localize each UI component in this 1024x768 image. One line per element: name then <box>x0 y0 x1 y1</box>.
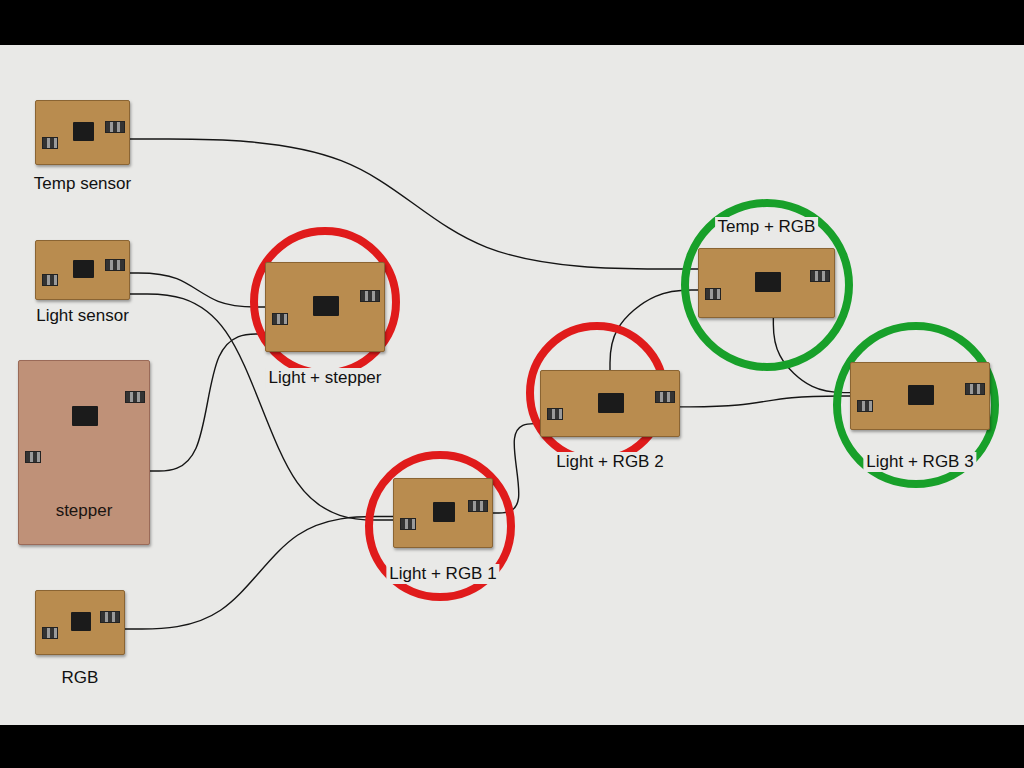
ic-chip <box>313 296 339 316</box>
pcb-board: Temp sensor <box>35 100 130 165</box>
pcb-board: Light + RGB 1 <box>393 478 493 548</box>
board-label-wrap: Light + RGB 3 <box>863 452 976 472</box>
pin-header <box>105 121 125 133</box>
pin-header <box>705 288 721 300</box>
board-label: stepper <box>53 501 116 521</box>
wire <box>680 396 850 407</box>
pin-header <box>272 313 288 325</box>
ic-chip <box>73 260 94 278</box>
pin-header <box>857 400 873 412</box>
wire <box>130 139 698 269</box>
pin-header <box>468 500 488 512</box>
ic-chip <box>908 385 934 405</box>
pin-header <box>125 391 145 403</box>
board-label-wrap: Light + RGB 1 <box>386 564 499 584</box>
board-label-wrap: Temp sensor <box>31 174 134 194</box>
red-circle <box>369 455 511 597</box>
board-label-wrap: Light sensor <box>33 306 132 326</box>
board-label-wrap: Temp + RGB <box>715 217 819 237</box>
pin-header <box>810 270 830 282</box>
wire <box>493 424 540 513</box>
pin-header <box>965 383 985 395</box>
red-circle <box>254 231 396 373</box>
green-circle <box>685 203 849 367</box>
top-bar <box>0 0 1024 45</box>
board-label: Light + stepper <box>266 368 385 388</box>
pin-header <box>42 274 58 286</box>
pcb-board: Light + RGB 3 <box>850 362 990 430</box>
pcb-board: Light sensor <box>35 240 130 300</box>
board-label: RGB <box>59 668 102 688</box>
pcb-board: Light + stepper <box>265 262 385 352</box>
ic-chip <box>72 406 98 426</box>
pin-header <box>25 451 41 463</box>
pin-header <box>400 518 416 530</box>
board-label: Light sensor <box>33 306 132 326</box>
pin-header <box>655 391 675 403</box>
ic-chip <box>71 612 91 632</box>
ic-chip <box>598 393 624 413</box>
board-label-wrap: Light + RGB 2 <box>553 452 666 472</box>
ic-chip <box>433 502 455 522</box>
wire <box>125 517 393 630</box>
board-label-wrap: Light + stepper <box>266 368 385 388</box>
pin-header <box>42 627 58 639</box>
board-label: Light + RGB 3 <box>863 452 976 472</box>
pcb-board: Temp + RGB <box>698 248 835 318</box>
board-label: Light + RGB 1 <box>386 564 499 584</box>
wire <box>150 334 265 471</box>
pin-header <box>547 408 563 420</box>
pin-header <box>360 290 380 302</box>
board-label: Temp + RGB <box>715 217 819 237</box>
board-label: Temp sensor <box>31 174 134 194</box>
pcb-board: RGB <box>35 590 125 655</box>
green-circle <box>837 326 995 484</box>
ic-chip <box>755 272 781 292</box>
pcb-board: stepper <box>18 360 150 545</box>
pin-header <box>42 137 58 149</box>
wire <box>130 273 265 307</box>
board-label-wrap: RGB <box>59 668 102 688</box>
pin-header <box>105 259 125 271</box>
ic-chip <box>73 122 94 142</box>
bottom-bar <box>0 725 1024 768</box>
board-label-wrap: stepper <box>53 501 116 521</box>
pcb-board: Light + RGB 2 <box>540 370 680 437</box>
pin-header <box>100 611 120 623</box>
board-label: Light + RGB 2 <box>553 452 666 472</box>
